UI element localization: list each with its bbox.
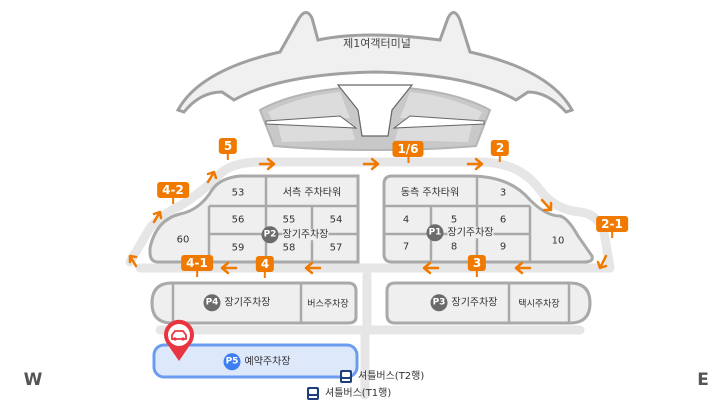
shuttle-t2-label: 셔틀버스(T2행) <box>358 371 425 382</box>
cell-5[interactable]: 5 <box>450 214 458 226</box>
terminal-building[interactable] <box>175 11 575 152</box>
cell-10[interactable]: 10 <box>551 235 565 247</box>
p1-name: 장기주차장 <box>447 227 494 239</box>
compass-east: E <box>697 370 709 390</box>
cell-55[interactable]: 55 <box>282 214 296 226</box>
east-tower-title: 동측 주차타워 <box>400 187 460 199</box>
shuttle-t1-label: 셔틀버스(T1행) <box>325 388 392 399</box>
shuttle-stop-t1[interactable]: 셔틀버스(T1행) <box>307 384 391 400</box>
p4-parking-block[interactable] <box>150 281 358 325</box>
cell-4[interactable]: 4 <box>402 214 410 226</box>
route-marker-4-2[interactable]: 4-2 <box>157 182 189 204</box>
p3-parking-block[interactable] <box>385 281 592 325</box>
route-marker-5[interactable]: 5 <box>218 138 238 160</box>
p3-badge: P3 <box>430 293 448 311</box>
p3-name: 장기주차장 <box>451 297 498 309</box>
p5-name: 예약주차장 <box>244 356 291 368</box>
cell-8[interactable]: 8 <box>450 241 458 253</box>
p2-badge: P2 <box>261 225 279 243</box>
cell-7[interactable]: 7 <box>402 241 410 253</box>
bus-icon <box>307 386 319 400</box>
route-marker-1-6[interactable]: 1/6 <box>392 141 424 163</box>
p5-parking-block[interactable] <box>152 343 359 379</box>
compass-west: W <box>23 370 43 390</box>
cell-56[interactable]: 56 <box>231 214 245 226</box>
bus-icon <box>340 369 352 383</box>
direction-arrows <box>128 157 608 275</box>
shuttle-stop-t2[interactable]: 셔틀버스(T2행) <box>340 367 424 383</box>
p5-badge: P5 <box>223 352 241 370</box>
cell-53[interactable]: 53 <box>231 187 245 199</box>
cell-3[interactable]: 3 <box>499 187 507 199</box>
west-tower-title: 서측 주차타워 <box>282 187 342 199</box>
cell-59[interactable]: 59 <box>231 242 245 254</box>
p1-badge: P1 <box>426 223 444 241</box>
p4-badge: P4 <box>203 293 221 311</box>
cell-54[interactable]: 54 <box>329 214 343 226</box>
west-parking-tower[interactable] <box>148 174 360 264</box>
cell-58[interactable]: 58 <box>282 242 296 254</box>
bus-parking-label[interactable]: 버스주차장 <box>307 299 349 310</box>
p4-name: 장기주차장 <box>224 297 271 309</box>
route-marker-4[interactable]: 4 <box>255 256 275 278</box>
taxi-parking-label[interactable]: 택시주차장 <box>518 299 560 310</box>
terminal-label: 제1여객터미널 <box>343 37 411 50</box>
cell-9[interactable]: 9 <box>499 241 507 253</box>
p2-name: 장기주차장 <box>282 229 329 241</box>
cell-57[interactable]: 57 <box>329 242 343 254</box>
route-marker-2-1[interactable]: 2-1 <box>596 216 628 238</box>
route-marker-3[interactable]: 3 <box>467 255 487 277</box>
location-pin[interactable] <box>164 319 195 361</box>
cell-6[interactable]: 6 <box>499 214 507 226</box>
route-marker-4-1[interactable]: 4-1 <box>181 255 213 277</box>
route-marker-2[interactable]: 2 <box>490 140 510 162</box>
cell-60[interactable]: 60 <box>176 234 190 246</box>
